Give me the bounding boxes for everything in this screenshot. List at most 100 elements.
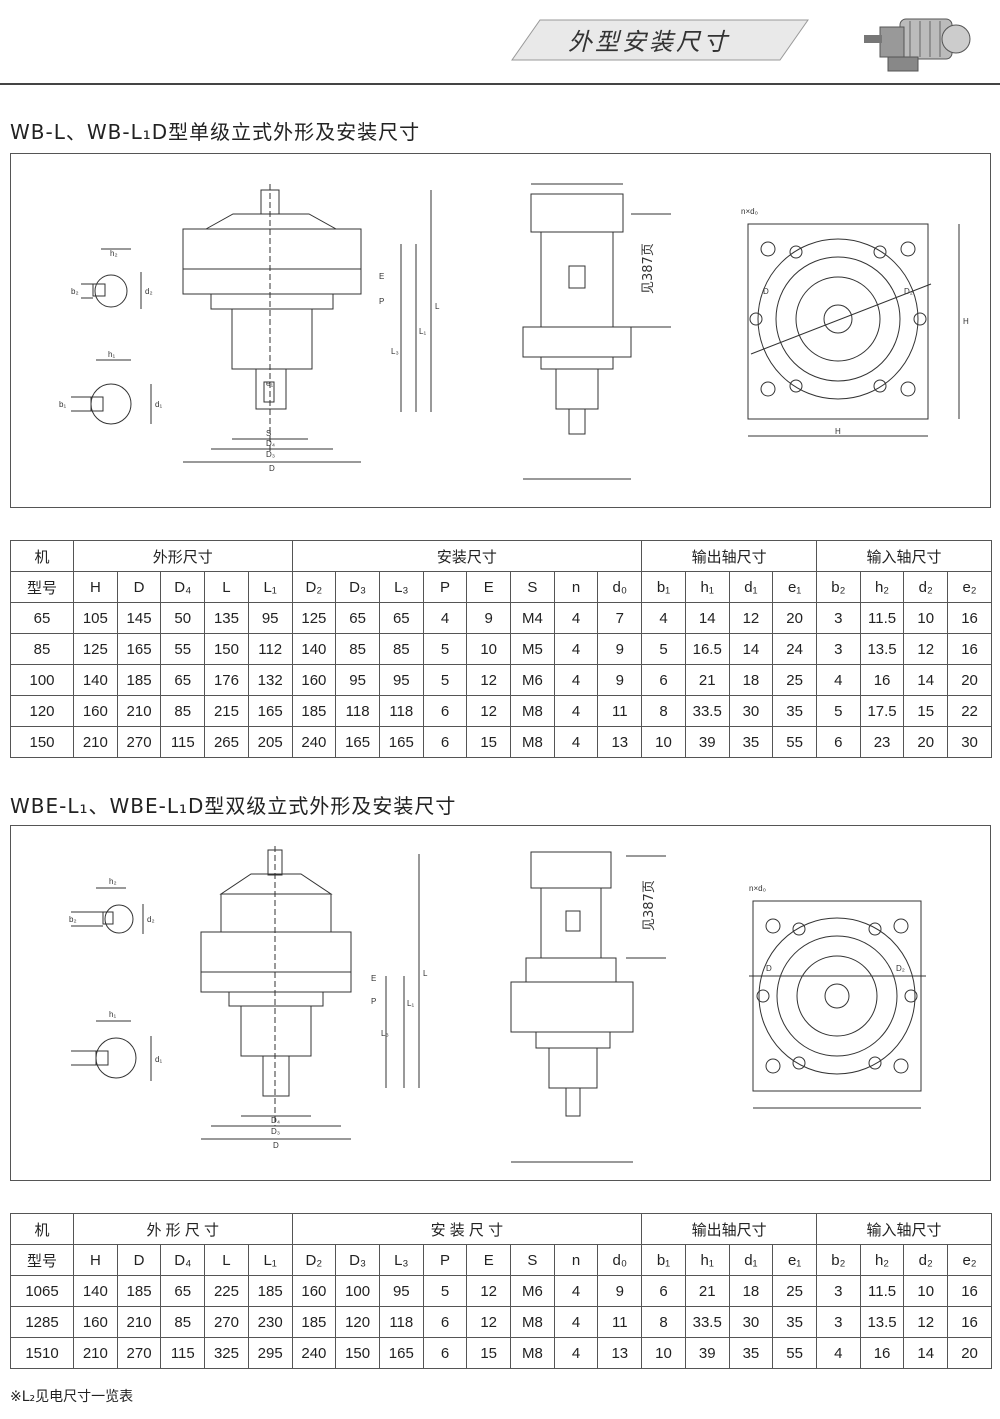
table1-cell: 270 — [116, 726, 162, 758]
L1-label-2: L₁ — [407, 999, 414, 1008]
b1-label: b₁ — [59, 400, 66, 409]
input-shaft-keyway-view-2: h₂ b₂ d₂ — [69, 877, 155, 934]
table2-cell: 4 — [553, 1337, 599, 1369]
table1-cell: 16 — [947, 602, 992, 634]
table1-cell: 85 — [378, 633, 424, 665]
table2-model-cell: 1285 — [9, 1306, 75, 1338]
table1-cell: 4 — [553, 633, 599, 665]
table1-col: S — [510, 571, 555, 603]
table1-model-header-bottom: 型号 — [9, 571, 75, 603]
table1-cell: 8 — [641, 695, 686, 727]
table2-cell: 12 — [466, 1306, 512, 1338]
table2-col: P — [422, 1244, 468, 1276]
table2-col: D₃ — [335, 1244, 380, 1276]
table2-cell: 13 — [597, 1337, 643, 1369]
table2-cell: 30 — [728, 1306, 774, 1338]
table1-cell: 9 — [466, 602, 512, 634]
table1-col: L — [204, 571, 249, 603]
table2-cell: 12 — [466, 1275, 512, 1307]
table2-cell: 6 — [422, 1306, 468, 1338]
table1-cell: M6 — [510, 664, 555, 696]
flange-plan-view-2: n×d₀ D D₂ — [749, 884, 926, 1109]
table1-cell: 165 — [378, 726, 424, 758]
table1-cell: 205 — [247, 726, 293, 758]
table1-cell: 85 — [335, 633, 380, 665]
table1-cell: M5 — [510, 633, 555, 665]
table1-cell: 4 — [641, 602, 686, 634]
D-label-2: D — [273, 1141, 279, 1150]
front-elevation-view-2: D₄ D₃ D E P L₃ L₁ L — [200, 846, 428, 1150]
front-elevation-view: S e₁ D₄ D₃ D E P L₃ L₁ L — [182, 184, 440, 473]
section1-page-ref: 见387页 — [641, 243, 656, 294]
table2-install-header: 安 装 尺 寸 — [291, 1213, 643, 1245]
table2-cell: 16 — [947, 1275, 992, 1307]
table1-cell: M8 — [510, 726, 555, 758]
table1-outline-header: 外形尺寸 — [73, 540, 293, 572]
table1-cell: 14 — [728, 633, 774, 665]
table1-col: E — [466, 571, 512, 603]
plan-H2-label: H — [963, 317, 969, 326]
table1-model-cell: 120 — [9, 695, 75, 727]
table2-cell: 15 — [466, 1337, 512, 1369]
table2-col: h₂ — [859, 1244, 905, 1276]
table2-cell: 18 — [728, 1275, 774, 1307]
header-banner — [511, 19, 809, 61]
table1-col: e₁ — [772, 571, 817, 603]
table1-cell: 16.5 — [684, 633, 730, 665]
table1-cell: 13.5 — [859, 633, 905, 665]
plan-H-label: H — [835, 427, 841, 436]
table1-cell: 55 — [160, 633, 206, 665]
nxd0-label: n×d₀ — [741, 207, 758, 216]
table2-col: d₂ — [903, 1244, 949, 1276]
table1-cell: 65 — [160, 664, 206, 696]
table2-cell: 12 — [903, 1306, 949, 1338]
table1-cell: 9 — [597, 664, 643, 696]
table2-body: 机 外 形 尺 寸 安 装 尺 寸 输出轴尺寸 输入轴尺寸 型号 H D D₄ … — [9, 1213, 992, 1369]
table1-cell: 33.5 — [684, 695, 730, 727]
table1-cell: M8 — [510, 695, 555, 727]
table1-cell: 35 — [728, 726, 774, 758]
table1-cell: 3 — [816, 633, 861, 665]
table1-col: H — [73, 571, 118, 603]
D2-label: D₂ — [904, 287, 913, 296]
table2-cell: 35 — [728, 1337, 774, 1369]
table1-col: D₄ — [160, 571, 206, 603]
table1-col: L₁ — [247, 571, 293, 603]
table1-cell: 12 — [728, 602, 774, 634]
D3-label: D₃ — [266, 450, 275, 459]
table1-col: D₃ — [335, 571, 380, 603]
table1-col: D — [116, 571, 162, 603]
table2-cell: 25 — [772, 1275, 817, 1307]
D-label: D — [269, 464, 275, 473]
table1-cell: 4 — [816, 664, 861, 696]
table1-install-header: 安装尺寸 — [291, 540, 643, 572]
table2-cell: 85 — [160, 1306, 206, 1338]
table2-cell: 10 — [903, 1275, 949, 1307]
table1-cell: 65 — [378, 602, 424, 634]
table1-col: h₁ — [684, 571, 730, 603]
table2-cell: 270 — [116, 1337, 162, 1369]
table1-cell: 125 — [73, 633, 118, 665]
table1-cell: 118 — [378, 695, 424, 727]
table2-col: S — [510, 1244, 555, 1276]
motor-elevation-view: 见387页 — [522, 183, 671, 480]
table2-cell: 9 — [597, 1275, 643, 1307]
table2-cell: 14 — [903, 1337, 949, 1369]
table1-cell: 95 — [378, 664, 424, 696]
table1-cell: 5 — [816, 695, 861, 727]
table1-cell: 105 — [73, 602, 118, 634]
table2-cell: 33.5 — [684, 1306, 730, 1338]
section1-drawing-svg: h₂ b₂ d₂ h₁ b₁ d₁ — [59, 183, 969, 480]
h1-label-2: h₁ — [109, 1010, 116, 1019]
table1-cell: 185 — [291, 695, 337, 727]
plan-D-label: D — [763, 287, 769, 296]
table2-cell: 65 — [160, 1275, 206, 1307]
table1-cell: 165 — [247, 695, 293, 727]
table1-cell: 185 — [116, 664, 162, 696]
table2-column-header-row: 型号 H D D₄ L L₁ D₂ D₃ L₃ P E S n d₀ b₁ h₁… — [9, 1244, 992, 1276]
table2-cell: 5 — [422, 1275, 468, 1307]
table2-cell: 325 — [204, 1337, 249, 1369]
L1-label: L₁ — [419, 327, 426, 336]
